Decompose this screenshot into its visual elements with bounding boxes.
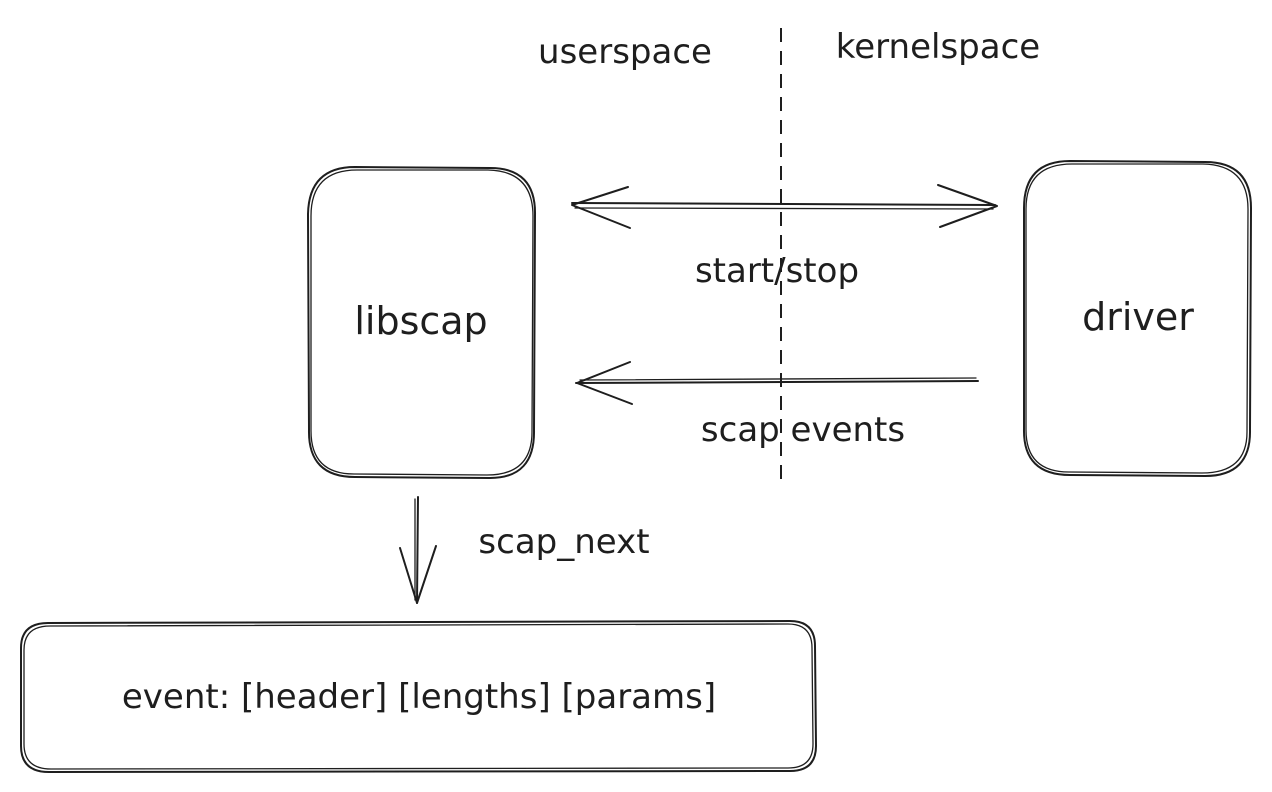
userspace-label: userspace xyxy=(538,32,712,72)
scap-events-label: scap events xyxy=(701,410,905,450)
driver-label: driver xyxy=(1082,295,1194,339)
event-structure-label: event: [header] [lengths] [params] xyxy=(122,677,716,717)
scap-next-arrow xyxy=(399,496,437,604)
start-stop-label: start/stop xyxy=(695,251,859,291)
start-stop-arrow xyxy=(571,184,998,229)
scap-next-label: scap_next xyxy=(478,522,649,562)
libscap-label: libscap xyxy=(354,299,487,343)
driver-box: driver xyxy=(1022,160,1252,477)
libscap-box: libscap xyxy=(307,166,537,479)
scap-events-arrow xyxy=(575,361,979,405)
event-box: event: [header] [lengths] [params] xyxy=(20,620,817,773)
kernelspace-label: kernelspace xyxy=(836,27,1040,67)
